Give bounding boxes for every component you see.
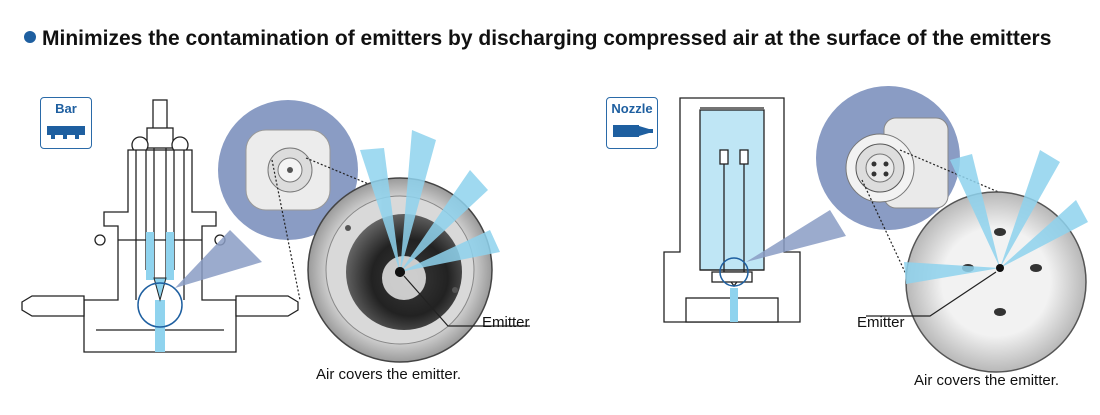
nozzle-air-outlet [730,288,738,322]
bar-air-jets [360,130,500,272]
heading-text: Minimizes the contamination of emitters … [42,27,1052,50]
nozzle-badge-label: Nozzle [611,101,653,116]
page-title: Minimizes the contamination of emitters … [24,26,1084,52]
bar-emitter-leader [403,275,530,327]
nozzle-caption: Air covers the emitter. [914,372,1060,389]
bar-emitter-head [245,129,331,211]
nozzle-emitter-leader [866,271,997,317]
nozzle-air-jets [904,150,1088,284]
nozzle-cross-section [663,97,801,323]
nozzle-emitter-label: Emitter [857,314,905,331]
bar-caption: Air covers the emitter. [316,366,462,383]
bar-cross-section [21,99,299,353]
bar-callout-wedge [175,230,262,288]
nozzle-emitter-head [845,117,949,209]
bar-badge-label: Bar [55,101,77,116]
bullet-icon [24,31,36,43]
nozzle-badge: Nozzle [606,97,658,149]
nozzle-callout-wedge [746,210,846,262]
bar-ionizer-icon [47,126,85,139]
bar-badge: Bar [40,97,92,149]
bar-emitter-highlight [137,282,183,328]
nozzle-emitter-highlight [719,257,749,287]
nozzle-ionizer-icon [613,125,653,137]
bar-emitter-label: Emitter [482,314,530,331]
